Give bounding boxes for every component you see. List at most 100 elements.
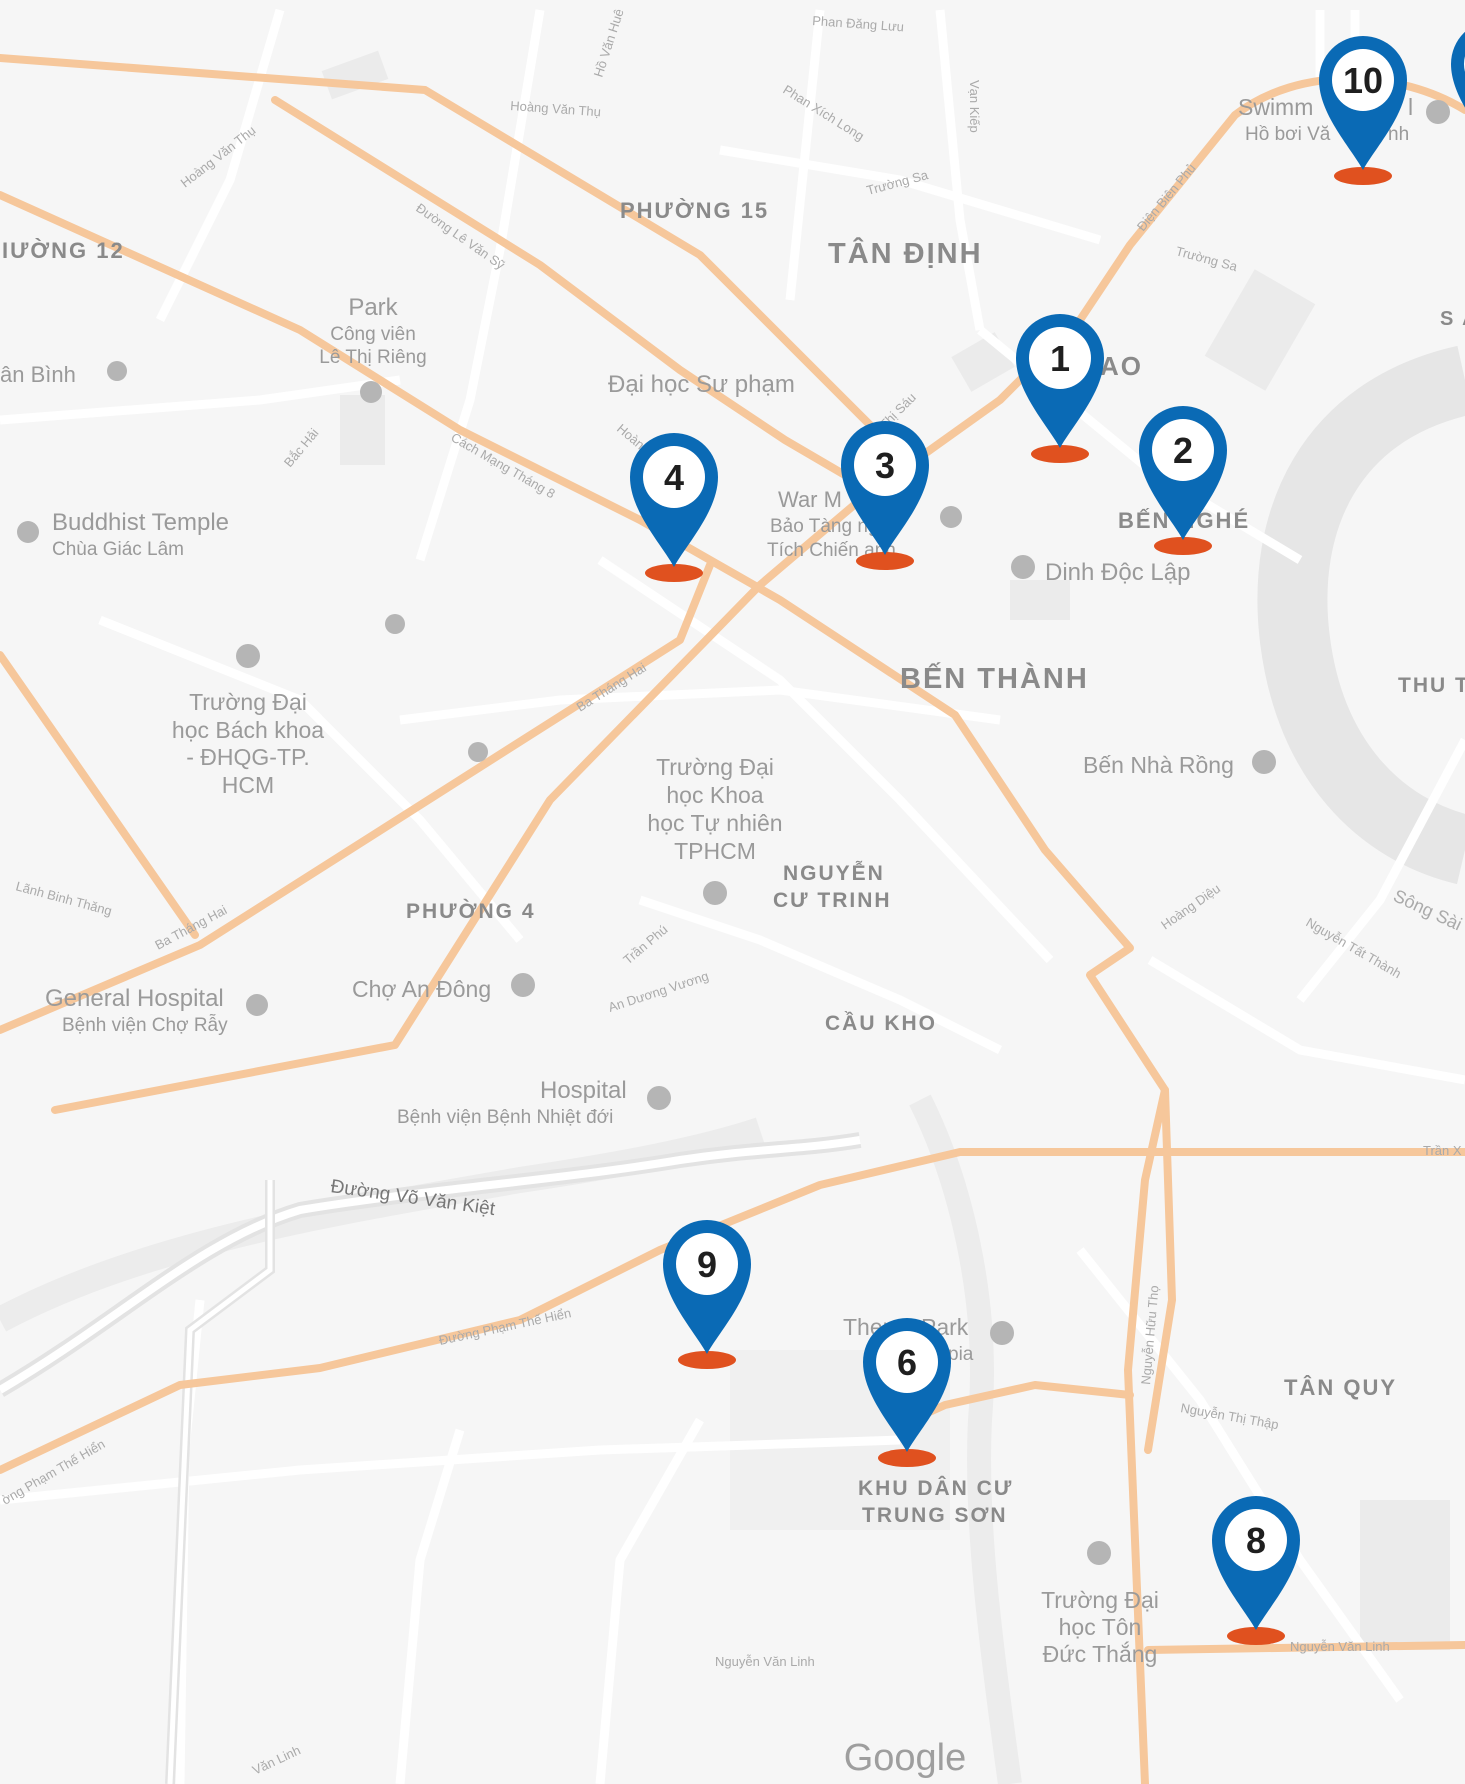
street-song-sai-gon: Sông Sài xyxy=(1390,885,1465,934)
street-hoang-van-thu-1: Hoàng Văn Thụ xyxy=(510,98,602,119)
poi-dinh-doc-lap-icon[interactable] xyxy=(1011,555,1035,579)
poi-ben-nha-rong-icon[interactable] xyxy=(1252,750,1276,774)
place-hospital: Hospital xyxy=(540,1077,627,1104)
location-markers: 1 2 3 4 6 8 9 10 xyxy=(630,20,1465,1645)
place-swimming: Swimm xyxy=(1238,94,1313,120)
poi-hospital-icon[interactable] xyxy=(385,614,405,634)
place-labels: Park Công viên Lê Thị Riêng ân Bình Đại … xyxy=(0,94,1413,1667)
marker-6-pin[interactable]: 6 xyxy=(863,1318,951,1467)
street-tran-phu: Trần Phú xyxy=(620,922,670,968)
highway xyxy=(0,1132,862,1784)
street-nguyen-thi-thap: Nguyễn Thị Thập xyxy=(1179,1400,1279,1432)
district-nguyen-cu-trinh-2: CƯ TRINH xyxy=(773,889,892,912)
district-phuong-12: IƯỜNG 12 xyxy=(2,238,125,263)
place-ben-nha-rong: Bến Nhà Rồng xyxy=(1083,752,1234,778)
poi-khtn-icon[interactable] xyxy=(703,881,727,905)
poi-swimming-icon[interactable] xyxy=(1426,100,1450,124)
street-truong-sa-2: Trường Sa xyxy=(1174,243,1239,274)
marker-10-label: 10 xyxy=(1343,60,1383,101)
poi-hospital-2-icon[interactable] xyxy=(468,742,488,762)
place-dinh-doc-lap: Dinh Độc Lập xyxy=(1045,559,1190,586)
poi-cho-an-dong-icon[interactable] xyxy=(511,973,535,997)
district-trung-son-1: KHU DÂN CƯ xyxy=(858,1476,1013,1500)
district-thu-thiem: THU T xyxy=(1398,674,1465,697)
place-tan-binh: ân Bình xyxy=(0,362,76,387)
place-theme-park-vi: pia xyxy=(948,1344,974,1365)
street-lanh-binh-thang: Lãnh Binh Thăng xyxy=(14,878,113,918)
google-logo: Google xyxy=(844,1737,967,1779)
poi-theme-park-icon[interactable] xyxy=(990,1321,1014,1345)
poi-nhiet-doi-icon[interactable] xyxy=(647,1086,671,1110)
marker-9-pin[interactable]: 9 xyxy=(663,1220,751,1369)
street-dien-bien-phu: Điện Biên Phủ xyxy=(1134,161,1199,234)
marker-3-pin[interactable]: 3 xyxy=(841,421,929,570)
street-pham-the-hien-1: Đường Phạm Thế Hiển xyxy=(438,1305,573,1348)
street-van-kiep: Vạn Kiếp xyxy=(967,80,982,133)
major-roads xyxy=(0,54,1465,1784)
place-nhiet-doi: Bệnh viện Bệnh Nhiệt đới xyxy=(397,1107,613,1128)
district-trung-son-2: TRUNG SƠN xyxy=(862,1504,1008,1527)
place-khtn-3: học Tự nhiên xyxy=(647,810,782,836)
district-phuong-4: PHƯỜNG 4 xyxy=(406,899,536,923)
place-bach-khoa-2: học Bách khoa xyxy=(172,717,324,743)
district-sa: S A xyxy=(1440,308,1465,330)
marker-8-label: 8 xyxy=(1246,1520,1266,1561)
poi-temple-icon[interactable] xyxy=(17,521,39,543)
district-tan-dinh: TÂN ĐỊNH xyxy=(828,236,983,270)
marker-partial-pin[interactable] xyxy=(1451,20,1465,169)
marker-6-label: 6 xyxy=(897,1342,917,1383)
place-cho-ray: Bệnh viện Chợ Rẫy xyxy=(62,1014,228,1036)
district-tan-quy: TÂN QUY xyxy=(1284,1375,1397,1400)
marker-4-pin[interactable]: 4 xyxy=(630,433,718,582)
place-khtn-1: Trường Đại xyxy=(656,754,774,780)
street-cach-mang-thang-8: Cách Mạng Tháng 8 xyxy=(449,430,558,502)
place-ton-duc-thang-1: Trường Đại xyxy=(1041,1587,1159,1613)
street-phan-dang-luu: Phan Đăng Lưu xyxy=(812,13,905,34)
street-ho-van-hue: Hồ Văn Huê xyxy=(591,7,627,79)
marker-1-label: 1 xyxy=(1050,338,1070,379)
marker-4-label: 4 xyxy=(664,457,684,498)
poi-park-icon[interactable] xyxy=(360,381,382,403)
place-khtn-2: học Khoa xyxy=(666,782,763,808)
district-dakao: AO xyxy=(1100,351,1143,381)
street-an-duong-vuong: An Dương Vương xyxy=(606,968,710,1015)
place-khtn-4: TPHCM xyxy=(674,838,756,864)
place-park-vi-2: Lê Thị Riêng xyxy=(319,347,426,368)
district-phuong-15: PHƯỜNG 15 xyxy=(620,198,769,223)
street-hoang-van-thu-2: Hoàng Văn Thụ xyxy=(178,123,259,191)
street-tran-x: Trần X xyxy=(1423,1143,1462,1158)
place-general-hospital: General Hospital xyxy=(45,985,224,1012)
place-war-museum-vi-1: Bảo Tàng ng xyxy=(770,516,878,537)
marker-9-label: 9 xyxy=(697,1244,717,1285)
poi-general-hospital-icon[interactable] xyxy=(246,994,268,1016)
marker-2-label: 2 xyxy=(1173,430,1193,471)
street-hoang-dieu: Hoàng Diệu xyxy=(1158,881,1223,933)
poi-ton-duc-thang-icon[interactable] xyxy=(1087,1541,1111,1565)
marker-10-pin[interactable]: 10 xyxy=(1319,36,1407,185)
place-park: Park xyxy=(348,294,398,321)
place-chua-giac-lam: Chùa Giác Lâm xyxy=(52,539,184,560)
poi-bach-khoa-icon[interactable] xyxy=(236,644,260,668)
district-labels: PHƯỜNG 15 TÂN ĐỊNH IƯỜNG 12 AO BẾN NGHÉ … xyxy=(2,198,1465,1527)
district-nguyen-cu-trinh-1: NGUYỄN xyxy=(783,862,885,885)
place-buddhist-temple: Buddhist Temple xyxy=(52,509,229,536)
street-bac-hai: Bắc Hải xyxy=(281,425,322,470)
place-bach-khoa-3: - ĐHQG-TP. xyxy=(186,744,310,770)
marker-1-pin[interactable]: 1 xyxy=(1016,314,1104,463)
district-cau-kho: CẦU KHO xyxy=(825,1012,937,1035)
place-ton-duc-thang-3: Đức Thắng xyxy=(1043,1641,1158,1667)
poi-war-museum-icon[interactable] xyxy=(940,506,962,528)
place-ho-boi-r: nh xyxy=(1388,124,1409,145)
place-bach-khoa-4: HCM xyxy=(222,772,274,798)
place-ho-boi: Hồ bơi Vă xyxy=(1245,124,1331,145)
place-war-museum: War M xyxy=(778,487,842,512)
street-nguyen-van-linh-1: Nguyễn Văn Linh xyxy=(715,1654,815,1669)
place-cho-an-dong: Chợ An Đông xyxy=(352,976,491,1002)
marker-2-pin[interactable]: 2 xyxy=(1139,406,1227,555)
poi-tan-binh-icon[interactable] xyxy=(107,361,127,381)
marker-8-pin[interactable]: 8 xyxy=(1212,1496,1300,1645)
place-swimming-r: l xyxy=(1408,94,1413,120)
street-nguyen-van-linh-2: Nguyễn Văn Linh xyxy=(1290,1639,1390,1654)
